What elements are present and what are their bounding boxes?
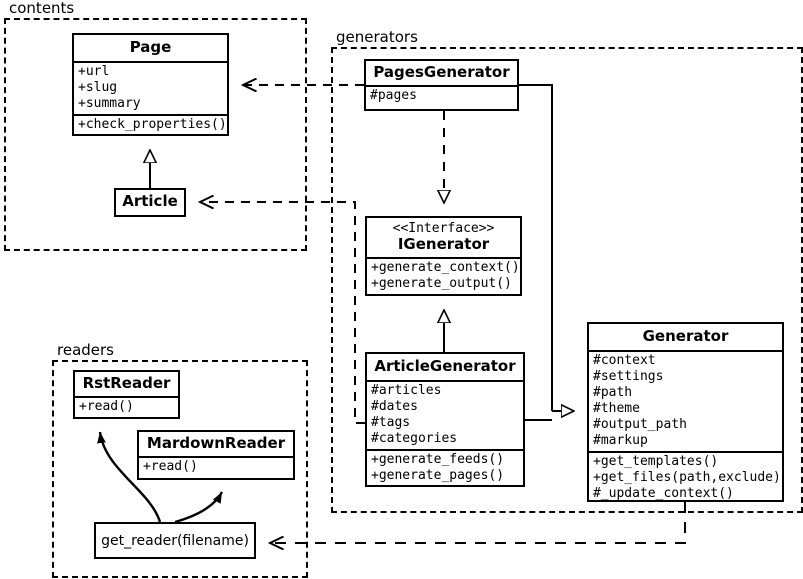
attribute: #tags — [371, 415, 411, 430]
package-readers — [52, 360, 308, 578]
class-page-attributes: +url +slug +summary — [74, 63, 227, 114]
class-mardown-reader-methods: +read() — [139, 458, 293, 477]
attribute: #settings — [593, 369, 664, 384]
method: +read() — [143, 459, 198, 474]
function-get-reader[interactable]: get_reader(filename) — [94, 522, 256, 559]
divider — [589, 451, 782, 453]
method: +generate_output() — [371, 276, 512, 291]
method: +generate_feeds() — [371, 452, 505, 467]
class-article-name: Article — [122, 192, 178, 210]
attribute: #context — [593, 353, 656, 368]
class-article-generator-name: ArticleGenerator — [374, 357, 516, 375]
attribute: #theme — [593, 401, 640, 416]
class-mardown-reader-name: MardownReader — [146, 434, 286, 452]
class-igenerator-stereotype: <<Interface>> — [392, 221, 495, 236]
class-generator-methods: +get_templates() +get_files(path,exclude… — [589, 453, 782, 504]
divider — [74, 114, 227, 116]
class-generator[interactable]: Generator #context #settings #path #them… — [587, 322, 784, 502]
divider — [366, 85, 517, 87]
class-pages-generator[interactable]: PagesGenerator #pages — [364, 59, 519, 111]
class-rst-reader[interactable]: RstReader +read() — [73, 370, 180, 419]
attribute: #articles — [371, 383, 442, 398]
class-article[interactable]: Article — [114, 188, 186, 217]
class-igenerator[interactable]: <<Interface>> IGenerator +generate_conte… — [365, 216, 522, 296]
package-readers-label: readers — [54, 342, 117, 359]
package-generators-label: generators — [333, 29, 421, 46]
class-page-methods: +check_properties() — [74, 116, 227, 135]
method: +read() — [79, 399, 134, 414]
class-article-generator[interactable]: ArticleGenerator #articles #dates #tags … — [365, 352, 525, 487]
class-rst-reader-methods: +read() — [75, 398, 178, 417]
divider — [74, 61, 227, 63]
class-generator-name: Generator — [642, 327, 729, 345]
divider — [367, 449, 523, 451]
class-page-name: Page — [129, 38, 172, 56]
class-pages-generator-attributes: #pages — [366, 87, 517, 106]
package-contents-label: contents — [6, 0, 78, 17]
class-pages-generator-name: PagesGenerator — [373, 63, 510, 81]
package-generators — [331, 47, 803, 513]
package-contents — [4, 18, 307, 251]
divider — [589, 350, 782, 352]
class-igenerator-name: IGenerator — [397, 235, 490, 253]
attribute: +slug — [78, 80, 118, 95]
class-page[interactable]: Page +url +slug +summary +check_properti… — [72, 33, 229, 136]
attribute: +url — [78, 64, 110, 79]
method: +generate_context() — [371, 260, 520, 275]
class-mardown-reader[interactable]: MardownReader +read() — [137, 430, 295, 480]
attribute: #pages — [370, 88, 417, 103]
method: +check_properties() — [78, 117, 227, 132]
method: +generate_pages() — [371, 468, 505, 483]
attribute: +summary — [78, 96, 141, 111]
class-article-generator-methods: +generate_feeds() +generate_pages() — [367, 451, 523, 486]
method: #_update_context() — [593, 486, 734, 501]
method: +get_templates() — [593, 454, 719, 469]
divider — [367, 257, 520, 259]
divider — [75, 396, 178, 398]
class-rst-reader-name: RstReader — [82, 374, 171, 392]
attribute: #categories — [371, 431, 458, 446]
attribute: #output_path — [593, 417, 687, 432]
class-igenerator-methods: +generate_context() +generate_output() — [367, 259, 520, 294]
divider — [139, 456, 293, 458]
class-article-generator-attributes: #articles #dates #tags #categories — [367, 382, 523, 449]
divider — [367, 380, 523, 382]
method: +get_files(path,exclude) — [593, 470, 781, 485]
function-get-reader-label: get_reader(filename) — [101, 532, 249, 549]
attribute: #path — [593, 385, 633, 400]
attribute: #markup — [593, 433, 648, 448]
attribute: #dates — [371, 399, 418, 414]
class-generator-attributes: #context #settings #path #theme #output_… — [589, 352, 782, 451]
